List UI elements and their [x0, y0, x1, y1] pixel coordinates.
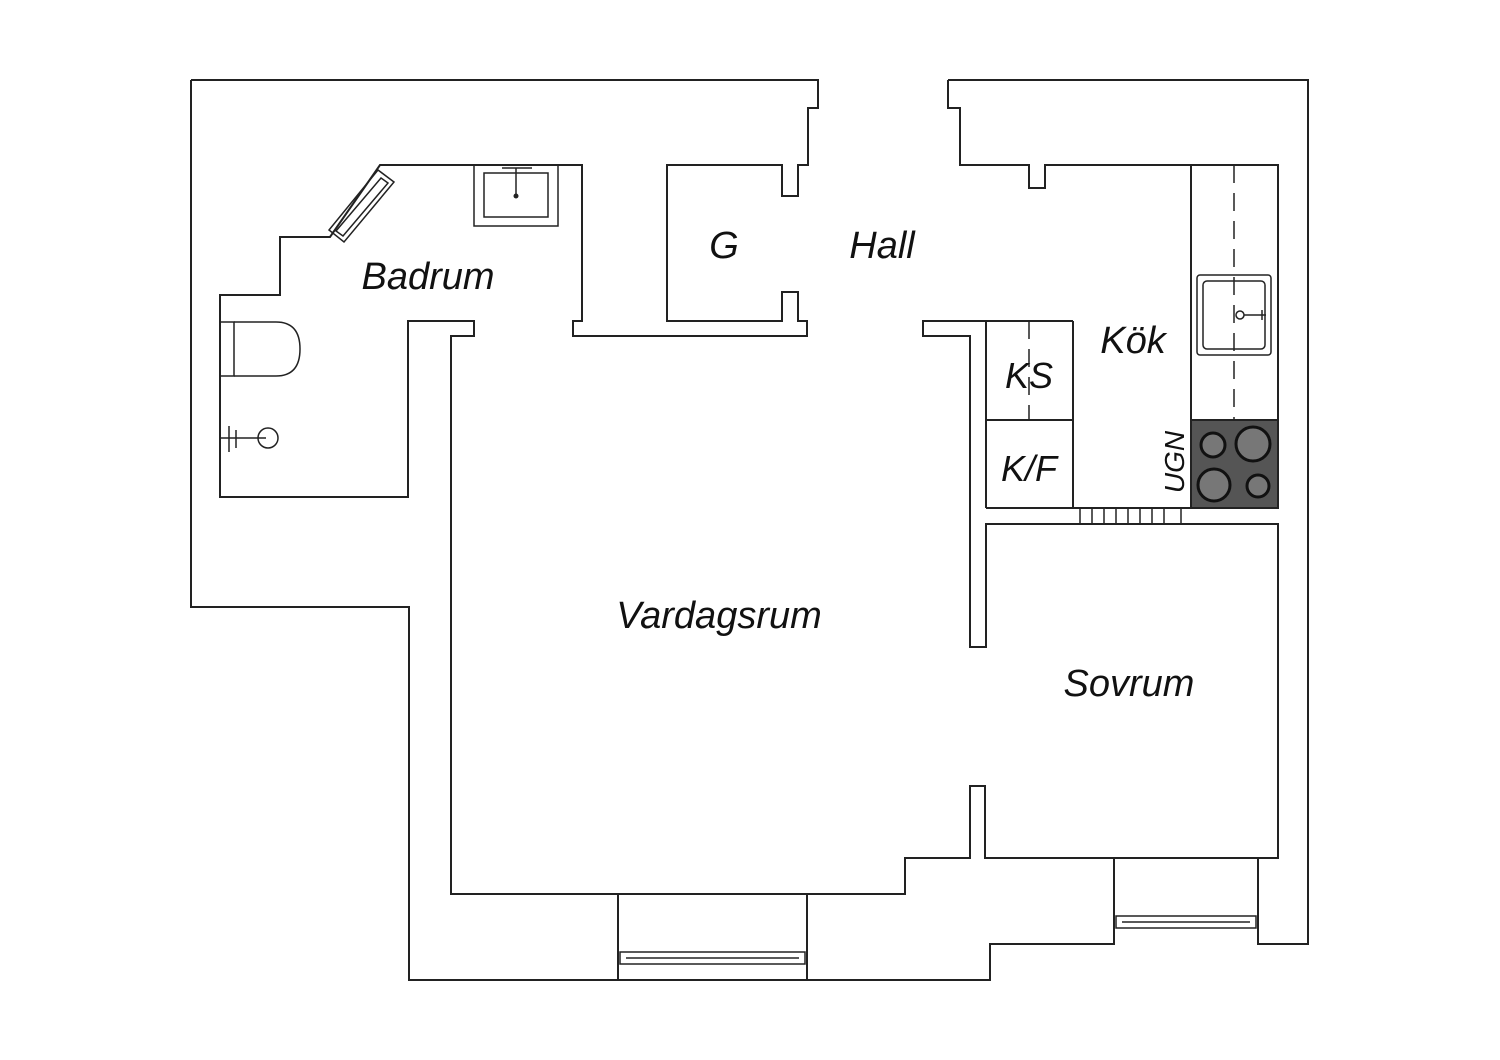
- outer-wall-north-step: [947, 80, 1279, 420]
- room-label-hall: Hall: [849, 225, 916, 267]
- room-label-kok: Kök: [1100, 320, 1167, 362]
- room-label-ks: KS: [1005, 355, 1053, 396]
- window-icon: [617, 894, 808, 980]
- radiator-icon: [327, 168, 396, 244]
- bathroom-sink-icon: [473, 164, 559, 227]
- room-label-badrum: Badrum: [361, 256, 494, 298]
- bedroom-window-icon: [1113, 858, 1259, 944]
- radiator-kitchen-icon: [1079, 507, 1182, 525]
- room-label-garderob: G: [709, 225, 739, 267]
- shower-icon: [220, 426, 279, 452]
- room-label-kf: K/F: [1001, 448, 1059, 489]
- room-label-ugn: UGN: [1159, 430, 1190, 493]
- room-label-vardagsrum: Vardagsrum: [616, 595, 822, 637]
- toilet-icon: [220, 321, 301, 377]
- outer-wall-west: [190, 80, 1115, 981]
- stove-icon: [1190, 419, 1279, 509]
- outer-wall: [191, 79, 1279, 895]
- room-label-sovrum: Sovrum: [1064, 663, 1195, 705]
- kitchen-sink-icon: [1196, 274, 1272, 356]
